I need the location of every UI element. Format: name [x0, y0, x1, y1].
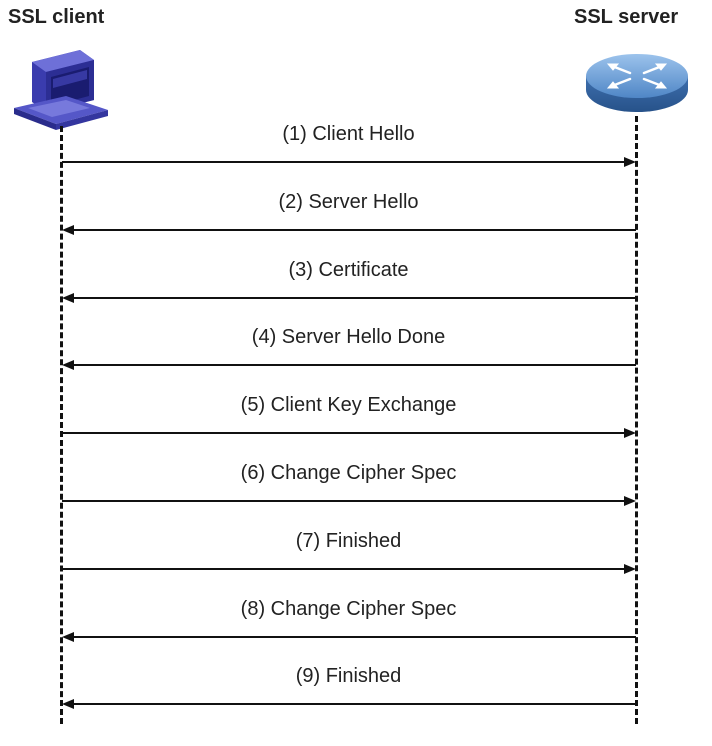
message-label-5: (5) Client Key Exchange [240, 394, 457, 416]
message-label-3: (3) Certificate [288, 259, 409, 281]
message-arrowhead-8 [62, 632, 74, 642]
ssl-client-label: SSL client [8, 6, 105, 28]
message-label-6: (6) Change Cipher Spec [240, 462, 457, 484]
message-arrowhead-6 [624, 496, 636, 506]
message-label-1: (1) Client Hello [282, 123, 415, 145]
ssl-server-label: SSL server [574, 6, 679, 28]
message-label-7: (7) Finished [295, 530, 402, 552]
message-label-4: (4) Server Hello Done [251, 326, 446, 348]
message-arrowhead-7 [624, 564, 636, 574]
router-icon [586, 54, 688, 112]
computer-icon [14, 50, 108, 130]
message-arrowhead-4 [62, 360, 74, 370]
message-arrowhead-1 [624, 157, 636, 167]
message-label-2: (2) Server Hello [278, 191, 419, 213]
message-arrowhead-5 [624, 428, 636, 438]
server-lifeline [635, 116, 638, 724]
message-arrowhead-3 [62, 293, 74, 303]
client-lifeline [60, 126, 63, 724]
message-arrowhead-2 [62, 225, 74, 235]
message-label-9: (9) Finished [295, 665, 402, 687]
message-arrowhead-9 [62, 699, 74, 709]
message-label-8: (8) Change Cipher Spec [240, 598, 457, 620]
